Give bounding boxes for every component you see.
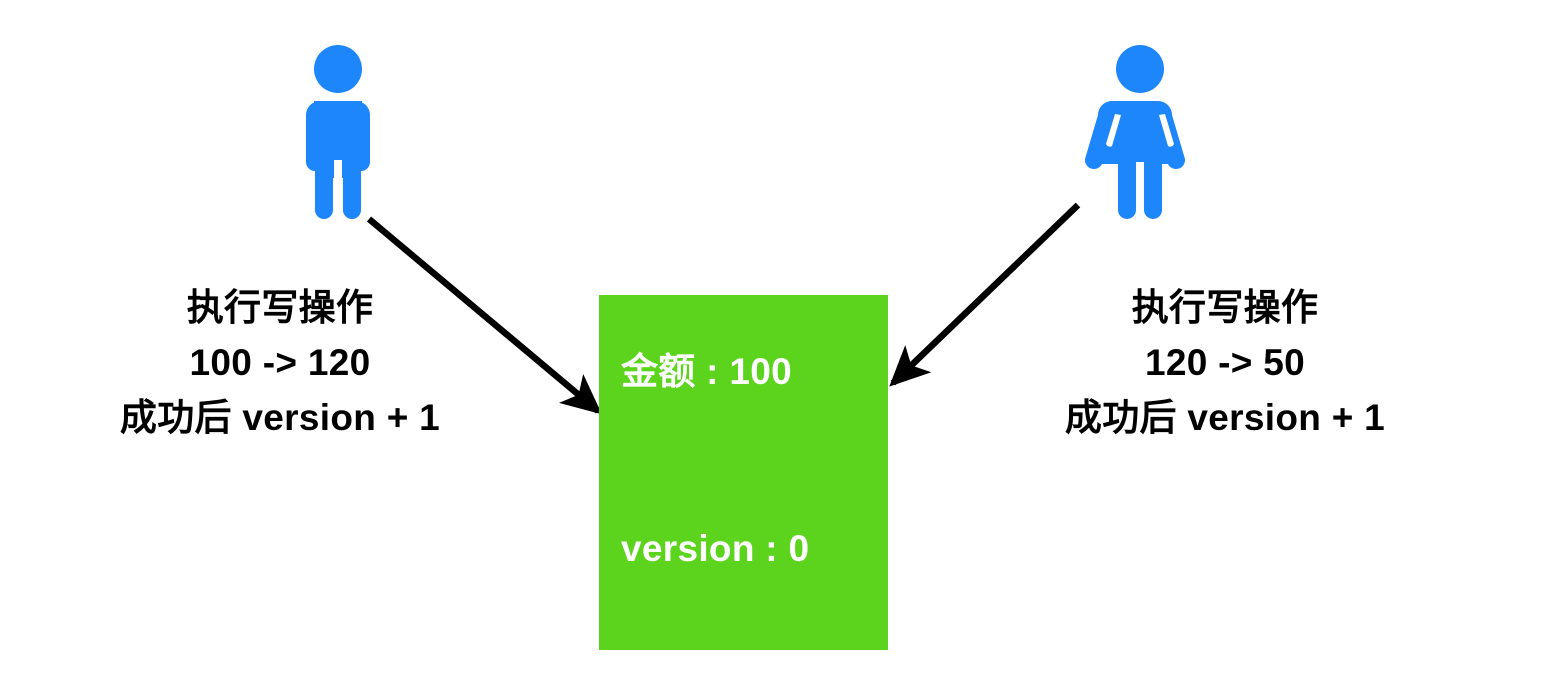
note-left-line2: 100 -> 120 [189, 341, 371, 383]
person-female-icon [1085, 45, 1186, 219]
note-left-line1: 执行写操作 [186, 287, 374, 328]
note-right-line1: 执行写操作 [1131, 287, 1319, 328]
resource-version-field: version : 0 [621, 528, 810, 569]
note-left-actor: 执行写操作 100 -> 120 成功后 version + 1 [45, 281, 515, 445]
resource-amount-field: 金额 : 100 [621, 351, 793, 392]
note-right-actor: 执行写操作 120 -> 50 成功后 version + 1 [990, 281, 1460, 445]
note-right-line3: 成功后 version + 1 [1064, 396, 1386, 438]
person-male-icon [306, 45, 370, 219]
shared-resource-box: 金额 : 100 version : 0 [599, 295, 888, 650]
note-right-line2: 120 -> 50 [1144, 341, 1306, 383]
note-left-line3: 成功后 version + 1 [119, 396, 441, 438]
